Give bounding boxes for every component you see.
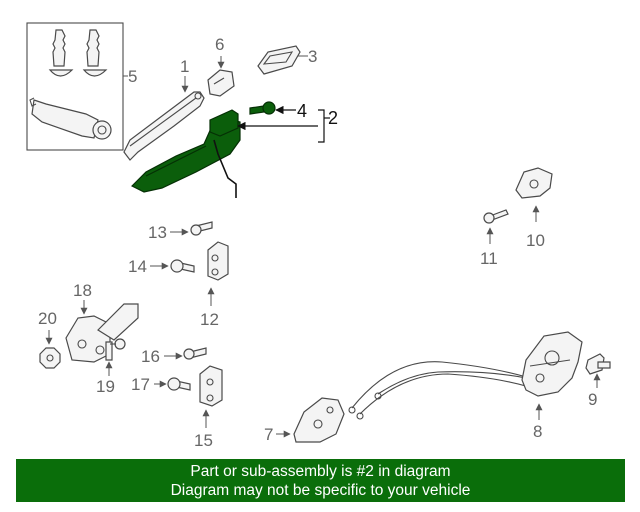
callout-1: 1 [180,57,189,76]
part-1-outside-handle[interactable] [123,91,205,161]
part-7-latch-cover[interactable] [293,397,345,443]
part-16-bolt[interactable] [183,347,207,360]
part-11-screw[interactable] [483,209,509,224]
part-20-nut[interactable] [39,347,61,369]
callout-16: 16 [141,347,160,366]
part-9-screw[interactable] [585,353,611,375]
part-10-striker[interactable] [515,167,553,199]
part-5-key-cylinder-kit[interactable] [26,22,124,151]
callout-5: 5 [128,67,137,86]
callout-10: 10 [526,231,545,250]
callout-17: 17 [131,375,150,394]
callout-20: 20 [38,309,57,328]
part-19-bolt[interactable] [105,338,126,361]
banner-line-2: Diagram may not be specific to your vehi… [170,481,471,499]
callout-2: 2 [328,108,338,128]
banner-line-1: Part or sub-assembly is #2 in diagram [190,462,451,480]
part-notice-banner: Part or sub-assembly is #2 in diagram Di… [16,459,625,502]
callout-7: 7 [264,425,273,444]
callout-11: 11 [480,249,498,268]
part-8-door-latch[interactable] [521,331,583,397]
callout-19: 19 [96,377,115,396]
part-6-handle-cap[interactable] [207,69,235,97]
latch-cables [348,361,545,420]
part-17-bolt[interactable] [167,377,191,391]
callout-14: 14 [128,257,147,276]
part-3-gasket[interactable] [257,45,301,75]
part-12-upper-hinge[interactable] [207,241,229,281]
part-13-bolt[interactable] [190,221,213,236]
callout-15: 15 [194,431,213,450]
part-14-bolt[interactable] [170,259,195,273]
part-2-handle-bracket-assembly[interactable] [130,109,241,198]
callout-8: 8 [533,422,542,441]
part-15-lower-hinge[interactable] [199,365,223,407]
part-4-screw[interactable] [249,101,276,115]
callout-4: 4 [297,101,307,121]
callout-6: 6 [215,35,224,54]
callout-18: 18 [73,281,92,300]
part-18-door-check[interactable] [65,303,139,363]
callout-3: 3 [308,47,317,66]
callout-12: 12 [200,310,219,329]
callout-9: 9 [588,390,597,409]
callout-13: 13 [148,223,167,242]
